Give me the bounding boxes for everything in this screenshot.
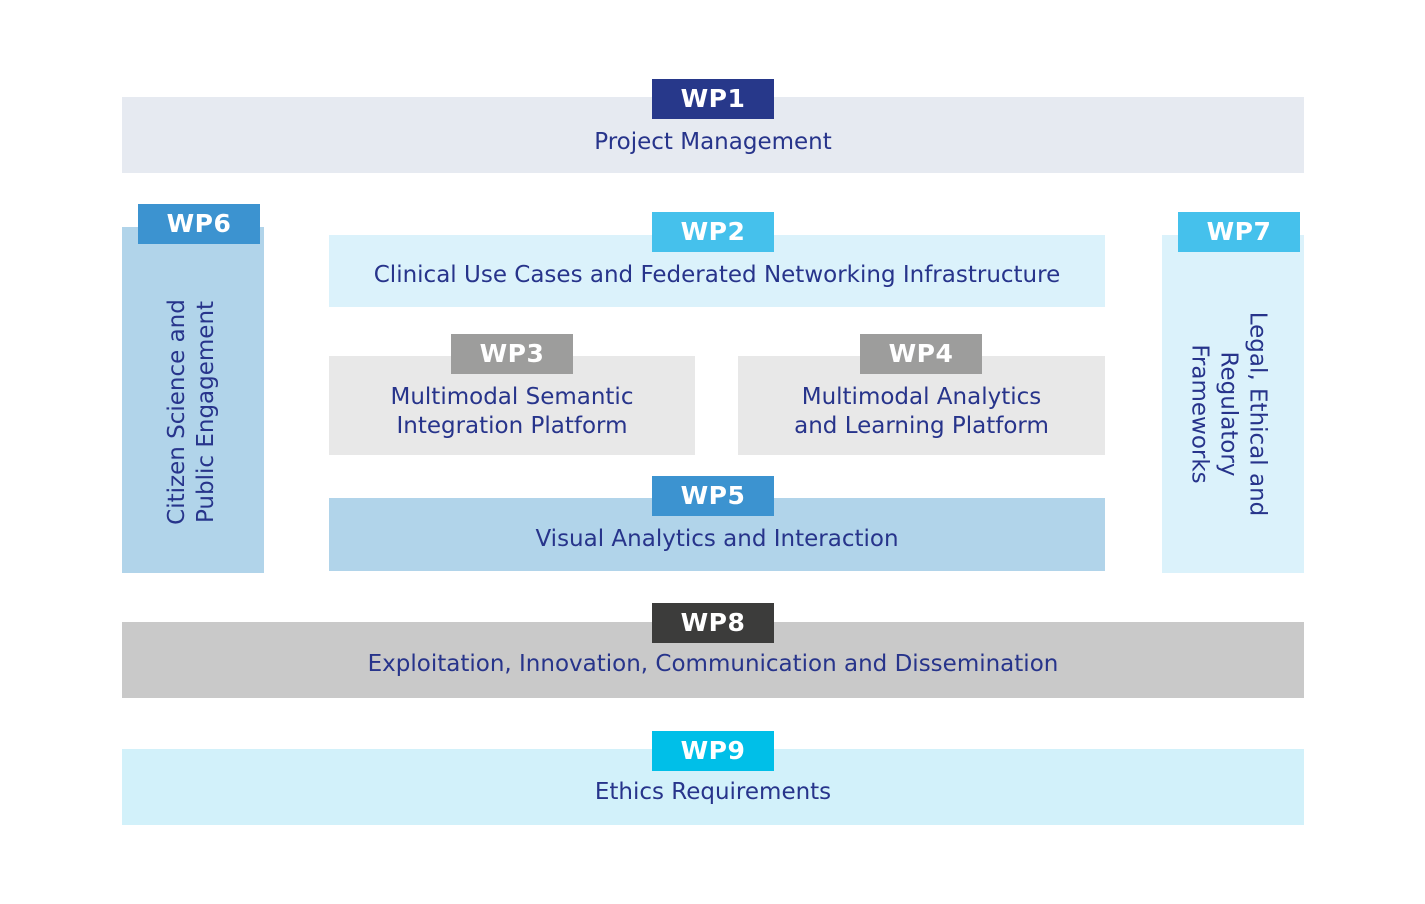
wp8-title: Exploitation, Innovation, Communication …: [367, 651, 1059, 677]
wp7-title-line-1: Legal, Ethical and: [1244, 311, 1271, 517]
wp1-tag: WP1: [652, 79, 774, 119]
wp6-box: [122, 227, 264, 573]
wp9-title: Ethics Requirements: [594, 779, 832, 805]
wp3-tag: WP3: [451, 334, 573, 374]
wp1-title: Project Management: [594, 129, 832, 155]
wp3-title-line-1: Multimodal Semantic: [390, 384, 634, 410]
wp6-title: Citizen Science and Public Engagement: [163, 299, 221, 525]
wp4-title: Multimodal Analytics and Learning Platfo…: [738, 383, 1105, 441]
wp3-title: Multimodal Semantic Integration Platform: [329, 383, 695, 441]
wp8-tag: WP8: [652, 603, 774, 643]
wp2-tag: WP2: [652, 212, 774, 252]
wp6-tag: WP6: [138, 204, 260, 244]
wp9-tag: WP9: [652, 731, 774, 771]
wp3-title-line-2: Integration Platform: [396, 413, 628, 439]
wp7-tag: WP7: [1178, 212, 1300, 252]
wp2-title: Clinical Use Cases and Federated Network…: [373, 262, 1061, 288]
wp7-title: Legal, Ethical and Regulatory Frameworks: [1185, 312, 1272, 517]
wp6-title-line-1: Citizen Science and: [164, 299, 190, 525]
wp4-tag: WP4: [860, 334, 982, 374]
wp7-box: [1162, 235, 1304, 573]
wp7-title-line-3: Frameworks: [1186, 344, 1213, 484]
wp4-title-line-1: Multimodal Analytics: [801, 384, 1042, 410]
wp5-title: Visual Analytics and Interaction: [535, 526, 899, 552]
wp5-tag: WP5: [652, 476, 774, 516]
wp6-title-line-2: Public Engagement: [193, 300, 219, 524]
wp7-title-line-2: Regulatory: [1215, 351, 1242, 477]
wp4-title-line-2: and Learning Platform: [794, 413, 1049, 439]
